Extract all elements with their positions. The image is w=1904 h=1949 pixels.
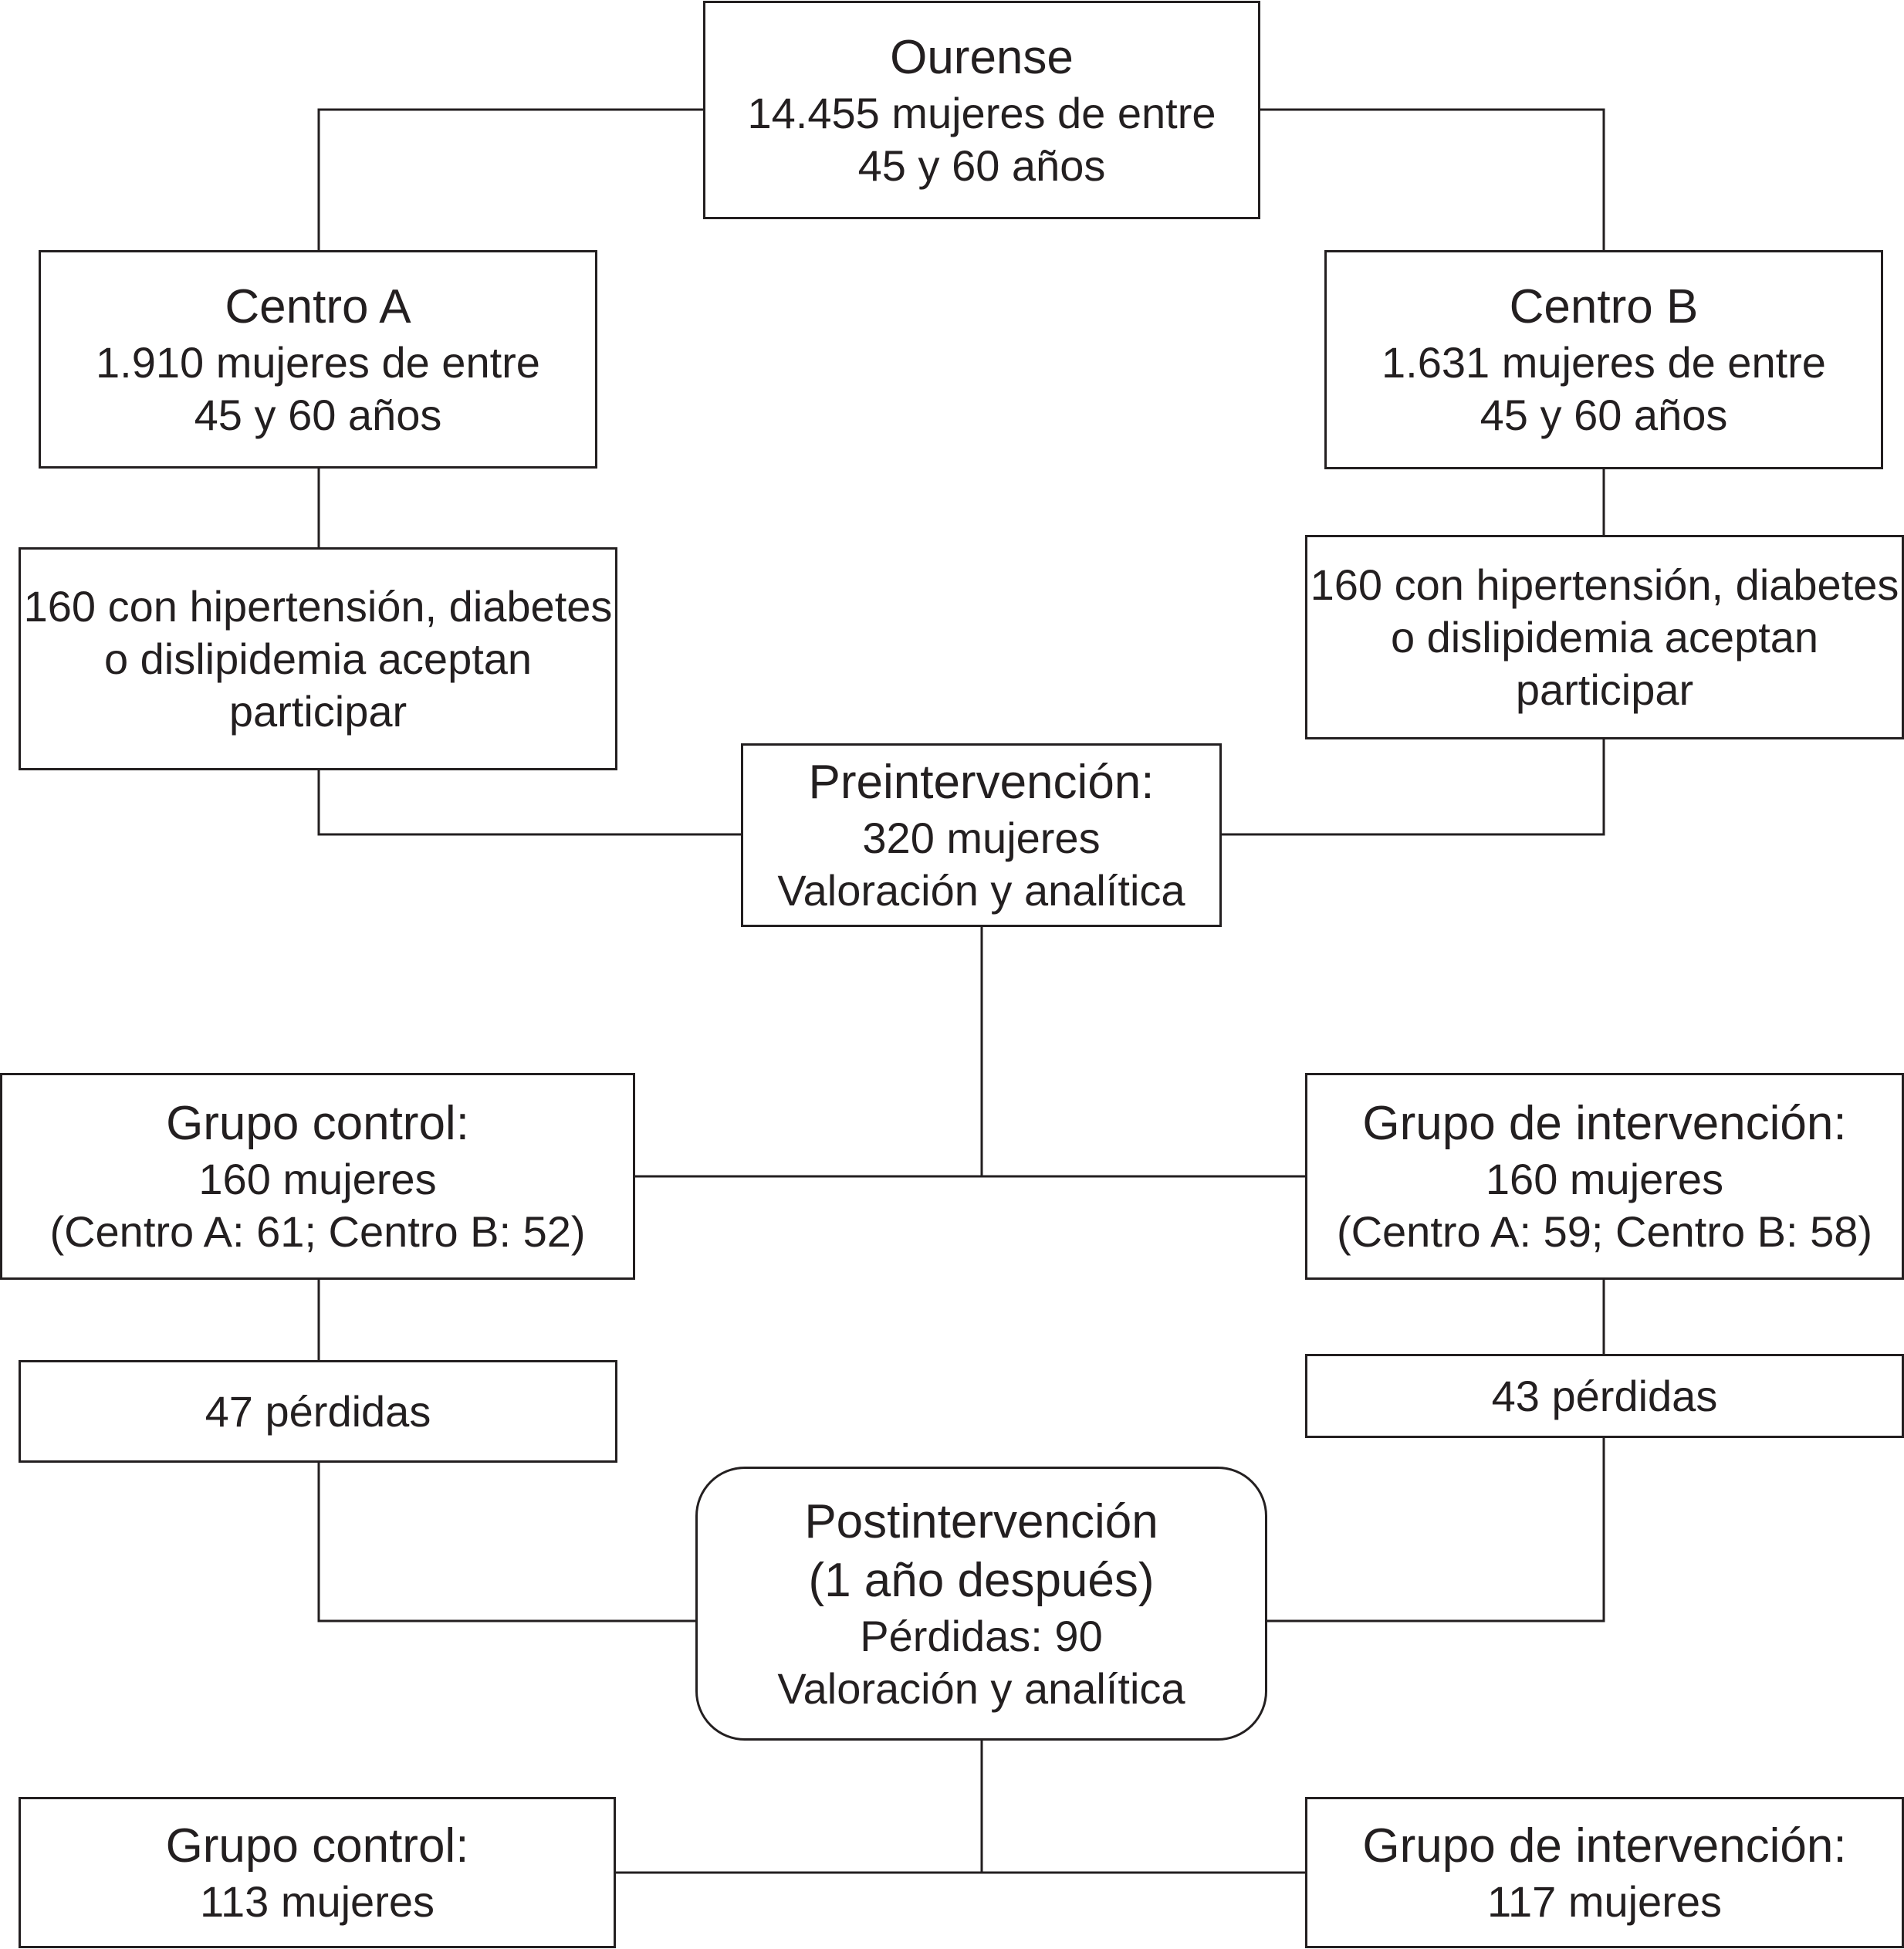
connector-perdidas-intervencion-post — [1267, 1437, 1605, 1622]
postintervencion-node: Postintervención (1 año después) Pérdida… — [695, 1467, 1267, 1741]
ourense-line2: 45 y 60 años — [857, 140, 1106, 190]
postintervencion-line3: Valoración y analítica — [777, 1663, 1185, 1713]
perdidas-intervencion-label: 43 pérdidas — [1491, 1371, 1718, 1420]
connector-participantes-a-pre — [317, 770, 742, 836]
centro-b-line1: 1.631 mujeres de entre — [1381, 338, 1826, 387]
participantes-b-line2: o dislipidemia aceptan — [1390, 612, 1819, 662]
participantes-a-line3: participar — [228, 686, 408, 736]
perdidas-intervencion-node: 43 pérdidas — [1305, 1354, 1904, 1438]
intervencion-final-line1: 117 mujeres — [1486, 1877, 1722, 1926]
participantes-a-node: 160 con hipertensión, diabetes o dislipi… — [19, 547, 617, 770]
intervencion-final-title: Grupo de intervención: — [1362, 1819, 1847, 1873]
grupo-control-line1: 160 mujeres — [198, 1155, 437, 1203]
preintervencion-line1: 320 mujeres — [862, 814, 1101, 862]
connector-ourense-centro-a — [317, 108, 703, 250]
preintervencion-title: Preintervención: — [808, 756, 1155, 809]
connector-perdidas-control-post — [317, 1462, 696, 1622]
grupo-intervencion-node: Grupo de intervención: 160 mujeres (Cent… — [1305, 1073, 1904, 1280]
postintervencion-line1: (1 año después) — [808, 1553, 1155, 1607]
postintervencion-title: Postintervención — [804, 1494, 1158, 1548]
centro-b-line2: 45 y 60 años — [1480, 391, 1728, 439]
connector-ourense-centro-b — [1260, 108, 1605, 250]
preintervencion-node: Preintervención: 320 mujeres Valoración … — [741, 743, 1222, 927]
participantes-b-line1: 160 con hipertensión, diabetes — [1310, 560, 1899, 609]
centro-a-title: Centro A — [225, 279, 411, 333]
grupo-intervencion-line2: (Centro A: 59; Centro B: 58) — [1336, 1207, 1873, 1256]
control-final-node: Grupo control: 113 mujeres — [19, 1797, 616, 1948]
preintervencion-line2: Valoración y analítica — [777, 866, 1185, 915]
grupo-control-line2: (Centro A: 61; Centro B: 52) — [49, 1207, 586, 1256]
grupo-intervencion-title: Grupo de intervención: — [1362, 1097, 1847, 1150]
grupo-control-node: Grupo control: 160 mujeres (Centro A: 61… — [0, 1073, 635, 1280]
centro-b-node: Centro B 1.631 mujeres de entre 45 y 60 … — [1324, 250, 1883, 469]
intervencion-final-node: Grupo de intervención: 117 mujeres — [1305, 1797, 1904, 1948]
centro-a-line1: 1.910 mujeres de entre — [96, 337, 540, 387]
grupo-intervencion-line1: 160 mujeres — [1485, 1155, 1724, 1203]
postintervencion-line2: Pérdidas: 90 — [860, 1611, 1103, 1660]
centro-b-title: Centro B — [1509, 280, 1699, 333]
perdidas-control-label: 47 pérdidas — [205, 1386, 431, 1436]
connector-participantes-b-pre — [1221, 739, 1605, 836]
ourense-title: Ourense — [890, 30, 1074, 84]
participantes-a-line1: 160 con hipertensión, diabetes — [23, 581, 613, 631]
ourense-node: Ourense 14.455 mujeres de entre 45 y 60 … — [703, 1, 1260, 219]
control-final-title: Grupo control: — [165, 1819, 469, 1873]
perdidas-control-node: 47 pérdidas — [19, 1360, 617, 1463]
participantes-a-line2: o dislipidemia aceptan — [103, 634, 533, 683]
participantes-b-line3: participar — [1515, 665, 1694, 714]
centro-a-node: Centro A 1.910 mujeres de entre 45 y 60 … — [39, 250, 597, 469]
control-final-line1: 113 mujeres — [199, 1877, 435, 1926]
ourense-line1: 14.455 mujeres de entre — [747, 88, 1216, 137]
grupo-control-title: Grupo control: — [166, 1097, 469, 1150]
participantes-b-node: 160 con hipertensión, diabetes o dislipi… — [1305, 535, 1904, 739]
centro-a-line2: 45 y 60 años — [194, 390, 442, 439]
